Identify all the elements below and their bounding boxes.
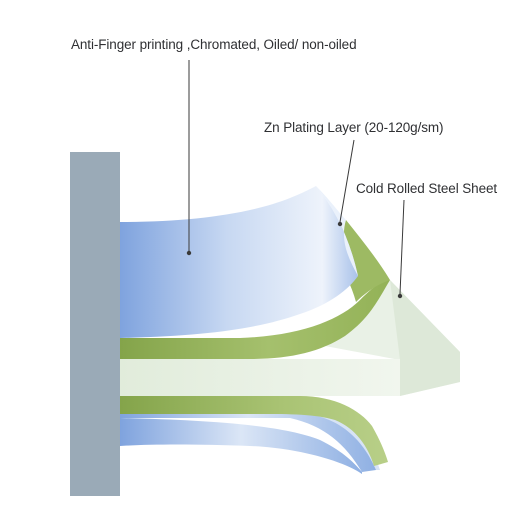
steel-sheet-front xyxy=(120,359,400,396)
coating-layer-bottom-face xyxy=(120,418,362,474)
zinc-layer-bottom xyxy=(120,396,388,466)
zinc-layer-label: Zn Plating Layer (20-120g/sm) xyxy=(264,120,444,135)
steel-sheet-right-face xyxy=(390,280,460,396)
zinc-layer-top xyxy=(120,280,390,359)
steel-sheet-label: Cold Rolled Steel Sheet xyxy=(356,181,498,196)
leader-dot-zinc xyxy=(337,221,343,227)
coating-label: Anti-Finger printing ,Chromated, Oiled/ … xyxy=(71,37,357,52)
wall-block xyxy=(70,152,120,496)
leader-dot-steel xyxy=(397,293,403,299)
leader-dot-coating xyxy=(186,250,192,256)
coating-layer-top xyxy=(120,186,358,338)
leader-line-steel xyxy=(399,199,405,295)
coating-layer-top-edge xyxy=(316,186,358,276)
leader-line-zinc xyxy=(339,139,355,223)
